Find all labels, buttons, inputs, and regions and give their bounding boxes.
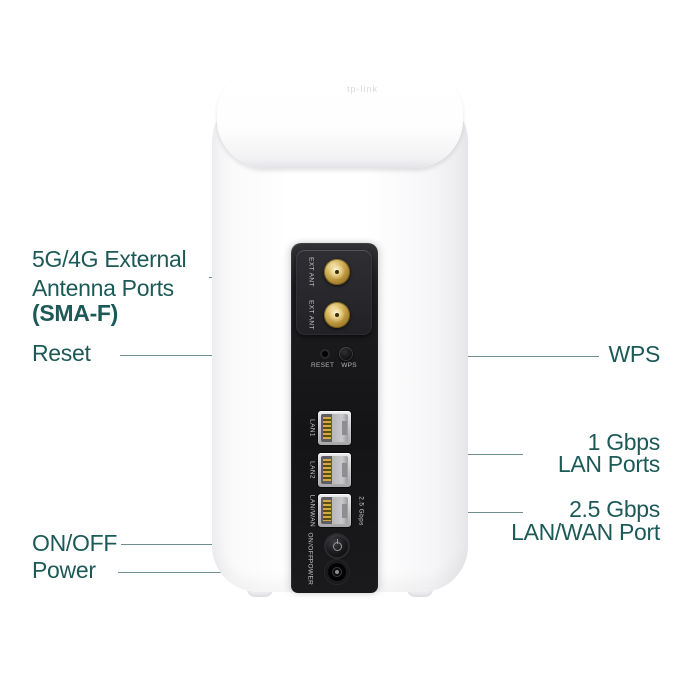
speed-label: 2.5 Gbps [357,496,365,526]
callout-antenna-line1: 5G/4G External [32,246,187,272]
reset-button [322,351,328,357]
lan-callout-line-mid [444,454,523,455]
callout-antenna-line2: Antenna Ports [32,275,174,301]
callout-lan-line2: LAN Ports [557,451,660,477]
rear-port-panel: EXT ANT EXT ANT RESET WPS LAN1 LAN2 LAN/… [291,243,378,593]
router-top-lid [217,74,463,168]
lan1-port-pins [323,417,331,439]
lan2-port [318,453,351,487]
callout-power: Power [32,557,96,583]
callout-onoff: ON/OFF [32,530,118,556]
reset-caption: RESET [311,362,335,369]
onoff-label: ON/OFF [306,532,314,560]
ext-ant-label-1: EXT ANT [307,257,315,287]
callout-reset: Reset [32,340,91,366]
reset-wps-caption: RESET WPS [296,362,372,369]
lan2-port-clip [342,463,347,477]
ext-antenna-port-2 [324,302,350,328]
ext-antenna-port-1 [324,259,350,285]
tp-link-logo-text: tp-link [346,84,378,94]
lanwan-port [318,494,351,527]
callout-wps: WPS [608,341,661,367]
lan1-port [318,411,351,445]
lan1-port-clip [342,421,347,435]
lanwan-port-clip [342,504,347,518]
callout-antenna-line3: (SMA-F) [32,300,119,326]
tp-link-logo: tp-link [300,84,378,94]
lanwan-port-pins [323,500,331,521]
wps-callout-line [389,356,599,357]
lan2-port-pins [323,459,331,481]
power-callout-line [118,572,275,573]
lanwan-label: LAN/WAN [308,494,316,528]
lan1-label: LAN1 [308,419,316,437]
callout-lanwan-line1: 2.5 Gbps [569,496,660,522]
power-jack [325,560,349,584]
wps-button [339,347,353,361]
power-label: POWER [306,558,314,586]
lan2-label: LAN2 [308,461,316,479]
callout-lanwan-line2: LAN/WAN Port [511,519,660,545]
callout-lan-line1: 1 Gbps [587,429,661,455]
wps-caption: WPS [341,362,357,369]
ext-ant-label-2: EXT ANT [307,300,315,330]
reset-callout-line [120,355,281,356]
onoff-callout-line [121,544,278,545]
power-button [326,535,348,557]
